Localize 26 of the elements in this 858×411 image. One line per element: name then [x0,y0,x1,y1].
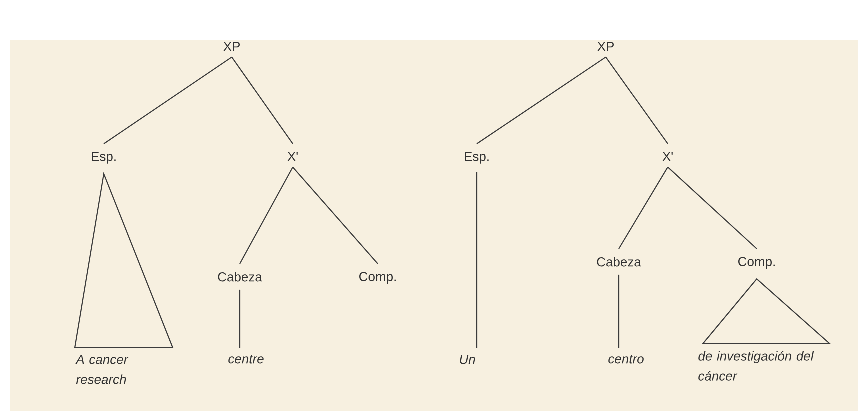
category-label: X' [662,152,673,162]
word-label: centro [608,355,644,364]
word-label: de investigación del cáncer [698,351,814,381]
word-label: Un [460,355,476,364]
tree-branch [476,172,478,348]
word-label: centre [228,355,264,364]
category-label: Comp. [360,272,396,284]
tree-branch [618,274,620,348]
category-label: XP [224,42,240,52]
tree-branch [668,166,758,250]
category-label: Cabeza [218,272,262,282]
category-label: X' [288,152,298,162]
tree-branch [618,167,668,250]
category-label: Esp. [465,152,489,164]
category-label: XP [598,42,614,52]
category-label: Cabeza [597,257,642,267]
tree-branch [240,167,294,264]
tree-branch [476,56,606,144]
tree-branch [292,166,378,264]
category-label: Esp. [92,152,116,164]
tree-branch [104,56,232,144]
tree-branch [606,57,668,144]
category-label: Comp. [738,257,775,269]
tree-branch [239,290,241,348]
word-label: A cancer research [76,355,129,384]
tree-branch [232,57,294,144]
